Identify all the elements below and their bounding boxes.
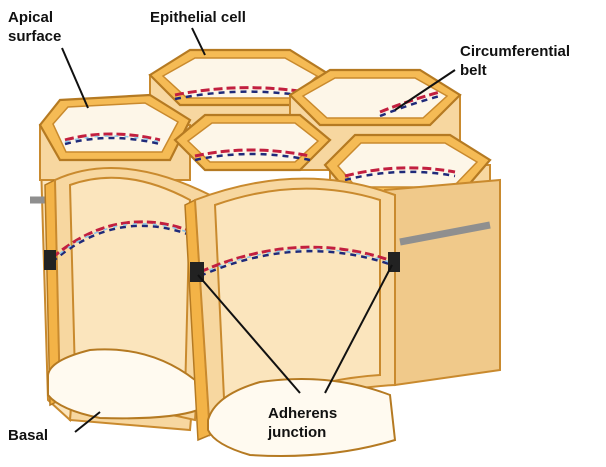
front-right-cell xyxy=(185,179,500,456)
label-circumferential-line2: belt xyxy=(460,62,487,79)
center-cell-top xyxy=(175,115,330,170)
label-epithelial-cell: Epithelial cell xyxy=(150,9,246,26)
label-circumferential-line1: Circumferential xyxy=(460,43,570,60)
label-adherens-line1: Adherens xyxy=(268,405,337,422)
label-adherens-line2: junction xyxy=(267,424,326,441)
label-basal: Basal xyxy=(8,427,48,444)
label-apical-line2: surface xyxy=(8,28,61,45)
label-apical-line1: Apical xyxy=(8,9,53,26)
left-junction xyxy=(44,250,56,270)
